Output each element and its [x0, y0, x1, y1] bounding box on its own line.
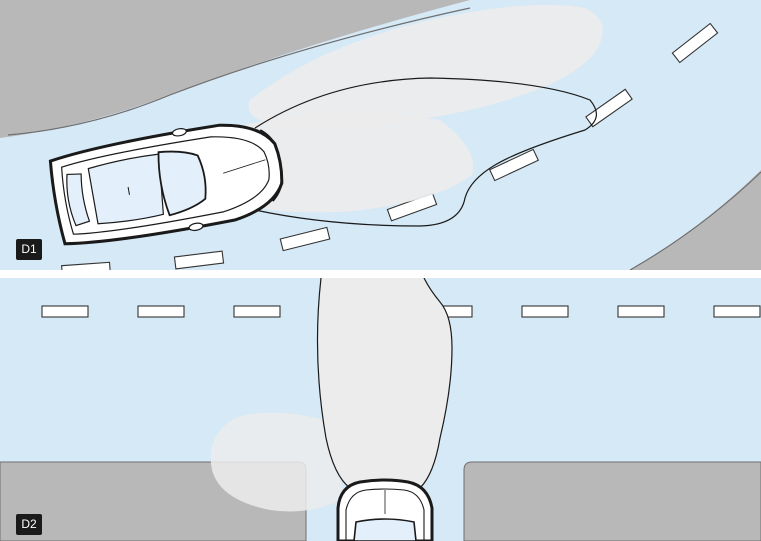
lane-dash — [279, 226, 331, 252]
car-body-inner-line — [61, 136, 270, 235]
car-antenna — [127, 186, 130, 195]
cornering-light-pool — [210, 412, 345, 512]
lane-dash — [521, 305, 569, 318]
panel-d1-drawing — [0, 0, 761, 270]
panel-label-d2: D2 — [16, 514, 42, 535]
car-top-view — [48, 123, 284, 246]
lane-dash — [713, 305, 761, 318]
car-rear-window — [66, 173, 91, 227]
curb-edge-top-left — [7, 7, 471, 136]
lane-dash — [585, 88, 633, 128]
lane-dash — [617, 305, 665, 318]
car-mirror-right — [188, 222, 204, 232]
lane-dash — [671, 22, 719, 64]
lane-dash — [173, 250, 225, 270]
lane-dash — [61, 261, 111, 270]
panel-label-d1: D1 — [16, 239, 42, 260]
lane-dash — [488, 148, 540, 182]
headlight-pool — [245, 113, 474, 213]
car-mirror-left — [171, 128, 187, 137]
lane-dash — [233, 305, 281, 318]
headlight-beam-outline — [254, 77, 597, 227]
headlight-beam-outline — [316, 278, 453, 489]
curb-edge-bottom-right — [629, 171, 761, 270]
car-roof-glass — [87, 153, 164, 225]
car-top-view — [336, 478, 434, 541]
roadside-area-bottom-right — [630, 170, 761, 270]
roadside-area-top-left — [0, 0, 470, 138]
car-hood-line — [223, 159, 266, 174]
panel-d1-cornering-light: D1 — [0, 0, 761, 270]
car-headlight-right — [271, 181, 283, 202]
car-body-inner-line — [345, 488, 425, 541]
cornering-light-pool — [248, 4, 603, 129]
lane-dash — [41, 305, 89, 318]
headlight-beam — [317, 278, 452, 488]
panel-d2-drawing — [0, 278, 761, 541]
lane-dash — [137, 305, 185, 318]
roadside-block-right — [463, 461, 761, 541]
car-headlight-left — [259, 129, 277, 147]
panel-d2-junction-light: D2 — [0, 278, 761, 541]
car-windshield — [157, 150, 207, 217]
car-windshield — [353, 518, 417, 541]
